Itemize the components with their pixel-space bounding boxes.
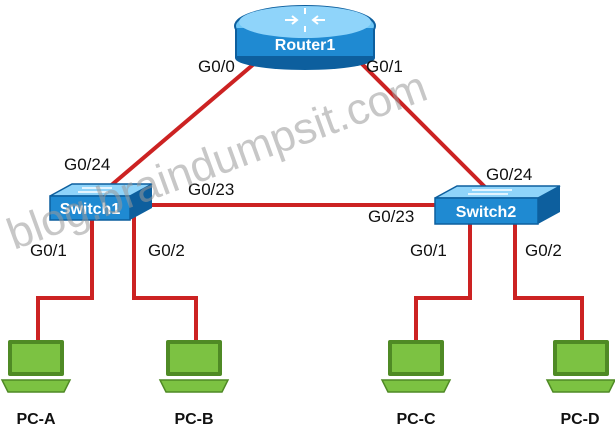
port-sw1-g023: G0/23 (188, 180, 234, 199)
link-router-switch2 (348, 50, 490, 192)
port-sw2-g024: G0/24 (486, 165, 532, 184)
pc-c-label: PC-C (396, 411, 436, 428)
port-sw1-g01: G0/1 (30, 241, 67, 260)
port-sw1-g024: G0/24 (64, 155, 110, 174)
laptop-icon (158, 340, 230, 393)
pc-b-device[interactable] (158, 340, 230, 393)
switch1-label: Switch1 (60, 201, 121, 218)
port-sw2-g01: G0/1 (410, 241, 447, 260)
link-router-switch1 (106, 50, 270, 190)
port-sw2-g023: G0/23 (368, 207, 414, 226)
link-switch2-pcc (414, 222, 472, 342)
links (36, 50, 584, 342)
switch1-device[interactable]: Switch1 (49, 183, 153, 221)
pc-d-device[interactable] (545, 340, 615, 393)
pc-c-device[interactable] (380, 340, 452, 393)
port-sw1-g02: G0/2 (148, 241, 185, 260)
switch2-label: Switch2 (456, 204, 517, 221)
laptop-icon (380, 340, 452, 393)
switch-icon (434, 185, 561, 225)
pc-a-device[interactable] (0, 340, 72, 393)
link-switch2-pcd (513, 222, 584, 342)
router-device[interactable]: Router1 (234, 5, 376, 70)
switch-icon (49, 183, 153, 221)
port-router-g01: G0/1 (366, 57, 403, 76)
link-switch1-pca (36, 215, 94, 342)
port-router-g00: G0/0 (198, 57, 235, 76)
pc-b-label: PC-B (174, 411, 213, 428)
link-switch1-pcb (132, 215, 198, 342)
pc-a-label: PC-A (16, 411, 56, 428)
laptop-icon (545, 340, 615, 393)
port-sw2-g02: G0/2 (525, 241, 562, 260)
laptop-icon (0, 340, 72, 393)
router-icon (234, 5, 376, 70)
router-label: Router1 (275, 37, 336, 54)
switch2-device[interactable]: Switch2 (434, 185, 561, 225)
pc-d-label: PC-D (560, 411, 599, 428)
